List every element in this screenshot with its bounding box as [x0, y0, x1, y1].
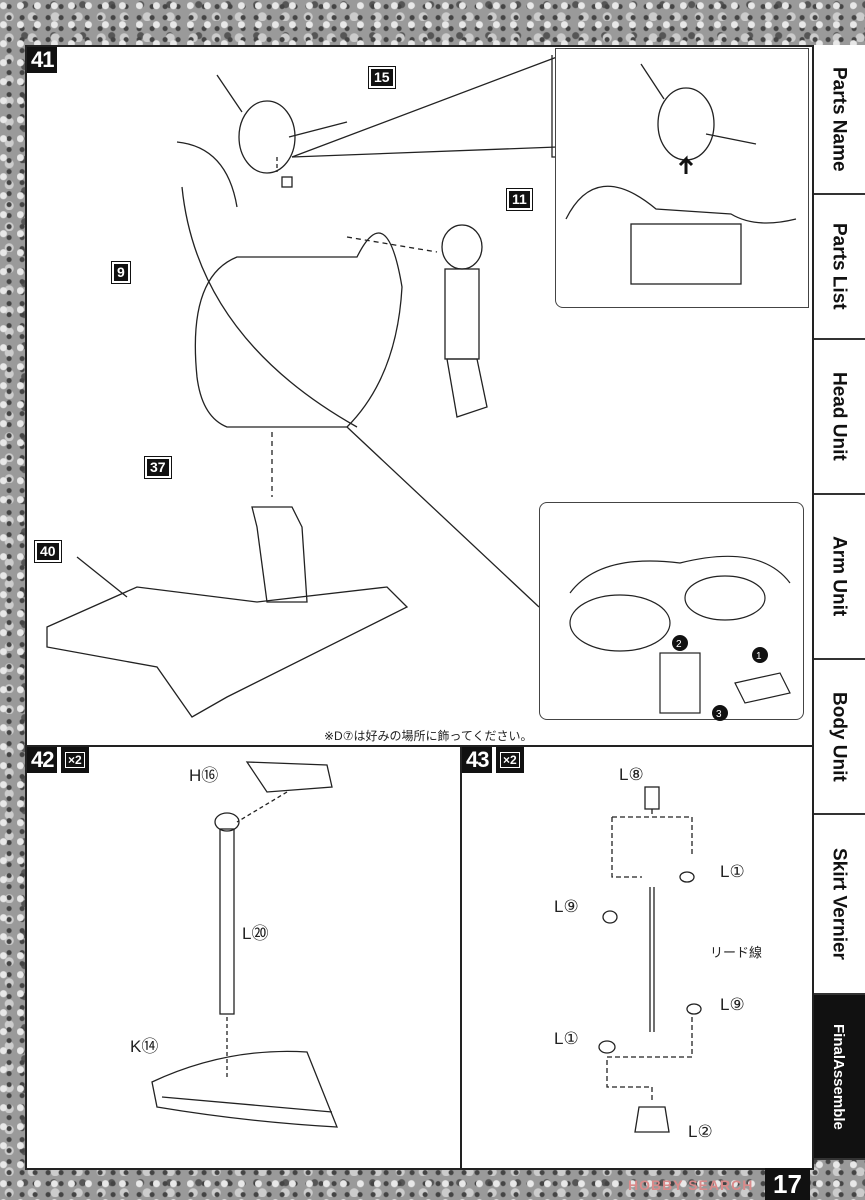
- quantity-badge-text: ×2: [500, 752, 520, 768]
- step-43-panel: 43 ×2 L⑧ L① L⑨ リード線 L⑨ L① L②: [460, 745, 814, 1170]
- detail-illustration: 2 1 3: [569, 555, 791, 721]
- quantity-badge: ×2: [496, 747, 524, 773]
- lead-wire-illustration: [598, 786, 702, 1133]
- detail-inset-base: 2 1 3: [539, 502, 804, 721]
- callout-1: 1: [756, 651, 762, 662]
- assembly-illustration: [46, 55, 797, 718]
- part-label: H⑯: [189, 766, 219, 785]
- tab-arm-unit[interactable]: Arm Unit: [812, 495, 865, 660]
- part-label: L⑨: [554, 897, 579, 916]
- tab-head-unit[interactable]: Head Unit: [812, 340, 865, 495]
- tab-body-unit[interactable]: Body Unit: [812, 660, 865, 815]
- part-number: 11: [506, 188, 533, 211]
- callout-2: 2: [676, 639, 682, 650]
- stand-illustration: [151, 761, 338, 1128]
- tab-skirt-vernier[interactable]: Skirt Vernier: [812, 815, 865, 995]
- step-42-panel: 42 ×2 H⑯ L⑳ K⑭: [25, 745, 462, 1170]
- tab-label: Parts List: [828, 223, 850, 310]
- tab-label: Skirt Vernier: [828, 848, 850, 960]
- head-detail-illustration: [565, 63, 797, 285]
- part-label: L⑨: [720, 995, 745, 1014]
- step-number: 42: [27, 747, 58, 773]
- tab-label: FinalAssemble: [830, 1023, 847, 1130]
- tab-parts-list[interactable]: Parts List: [812, 195, 865, 340]
- tab-parts-name[interactable]: Parts Name: [812, 45, 865, 195]
- detail-inset-head: [555, 48, 809, 308]
- quantity-badge: ×2: [61, 747, 89, 773]
- part-number: 37: [144, 456, 172, 479]
- display-note: ※D⑦は好みの場所に飾ってください。: [324, 729, 533, 743]
- part-label: L⑳: [242, 924, 269, 943]
- part-label: L①: [720, 862, 745, 881]
- callout-3: 3: [716, 709, 722, 720]
- part-label: L②: [688, 1122, 713, 1141]
- watermark-logo: HOBBY SEARCH: [628, 1177, 754, 1193]
- tab-label: Body Unit: [828, 691, 850, 782]
- part-label: L⑧: [619, 765, 644, 784]
- part-number: 15: [368, 66, 396, 89]
- part-label: L①: [554, 1029, 579, 1048]
- part-number: 9: [111, 261, 131, 284]
- step-number: 43: [462, 747, 493, 773]
- quantity-badge-text: ×2: [65, 752, 85, 768]
- tab-label: Arm Unit: [828, 536, 850, 617]
- tab-label: Parts Name: [828, 66, 850, 172]
- tab-label: Head Unit: [828, 372, 850, 461]
- part-number: 40: [34, 540, 62, 563]
- page-number: 17: [765, 1168, 810, 1200]
- step-number: 41: [27, 47, 58, 73]
- lead-wire-label: リード線: [710, 945, 763, 960]
- part-label: K⑭: [130, 1037, 159, 1056]
- tab-final-assemble[interactable]: FinalAssemble: [812, 995, 865, 1160]
